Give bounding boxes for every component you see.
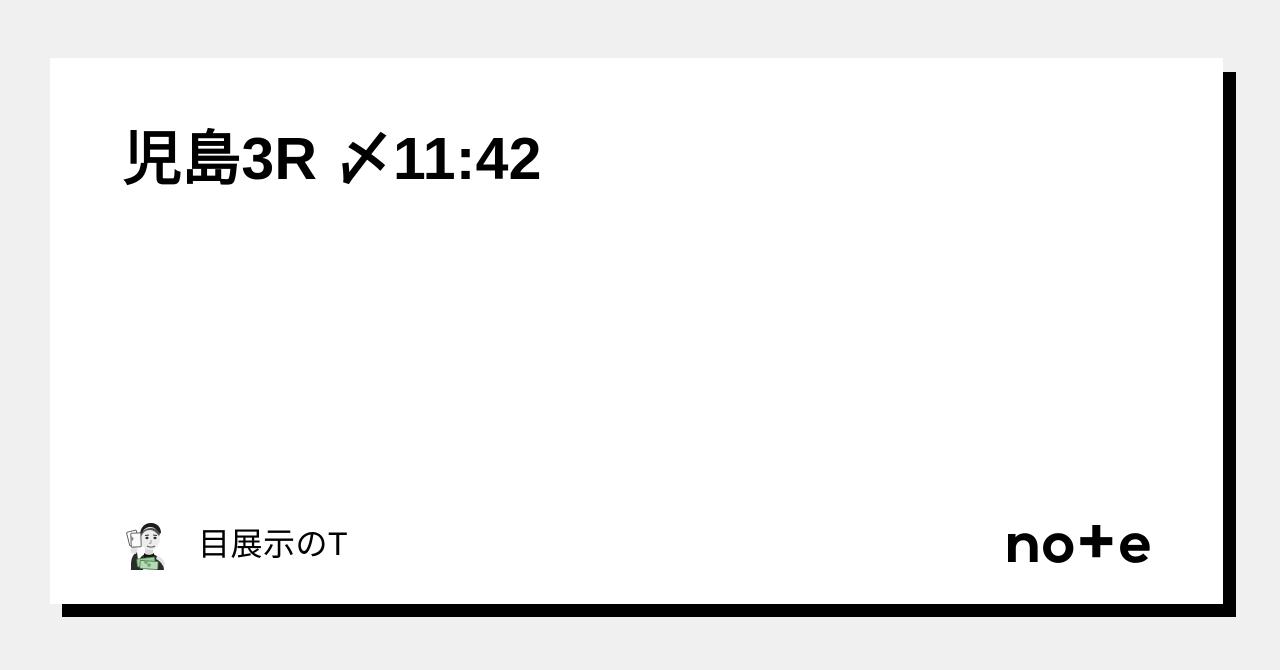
article-card[interactable]: 児島3R 〆11:42 [50, 58, 1223, 604]
note-logo-icon[interactable] [1008, 525, 1168, 563]
card-footer: 目展示のT [123, 504, 1168, 584]
page-title: 児島3R 〆11:42 [123, 126, 542, 192]
author-name: 目展示のT [198, 526, 349, 562]
author-block[interactable]: 目展示のT [123, 518, 348, 570]
avatar [123, 518, 175, 570]
